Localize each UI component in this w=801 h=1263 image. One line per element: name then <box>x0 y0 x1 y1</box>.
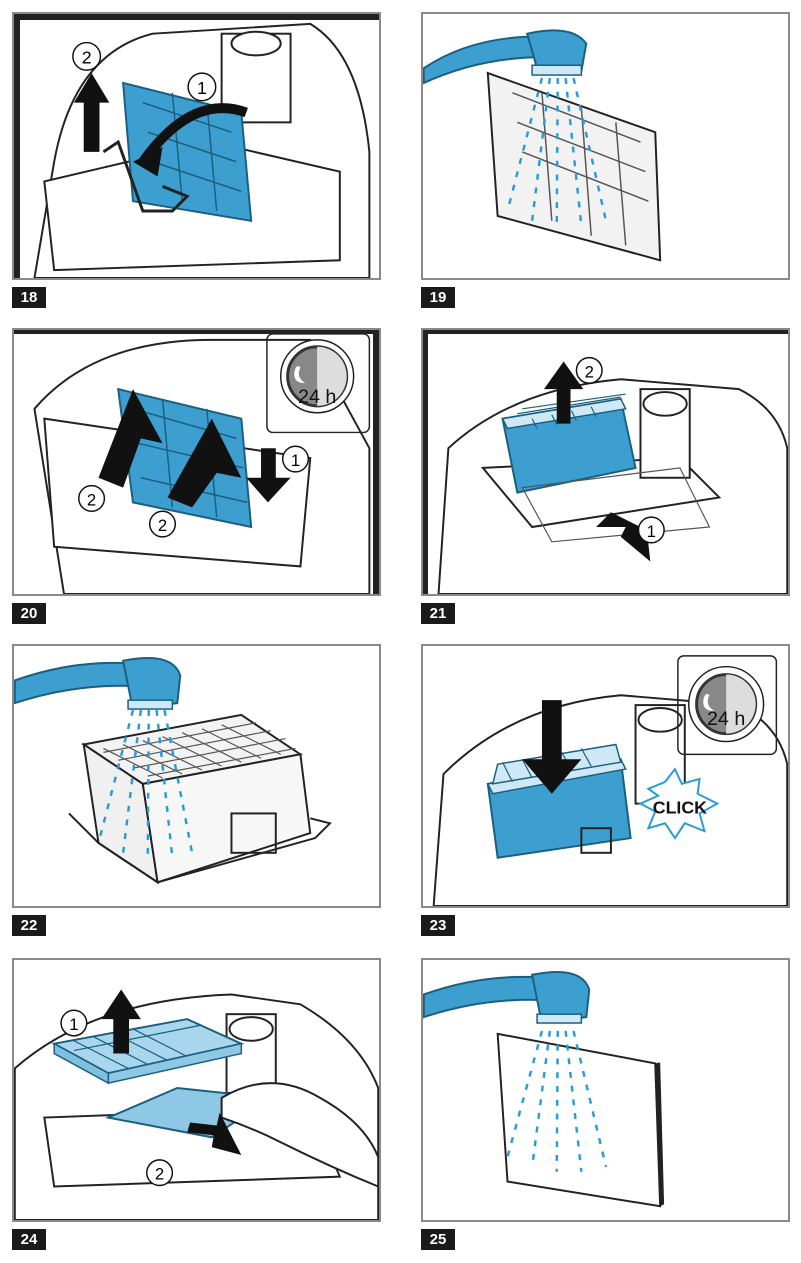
step-number-badge: 23 <box>421 915 455 936</box>
step-22-illustration <box>12 644 381 908</box>
callout-2: 2 <box>87 490 96 509</box>
step-number-badge: 18 <box>12 287 46 308</box>
step-number-badge: 22 <box>12 915 46 936</box>
step-24-illustration: 1 2 <box>12 958 381 1222</box>
callout-2: 2 <box>585 362 594 381</box>
callout-1: 1 <box>291 451 300 470</box>
step-number-badge: 20 <box>12 603 46 624</box>
step-number-badge: 24 <box>12 1229 46 1250</box>
step-25-illustration <box>421 958 790 1222</box>
callout-2: 2 <box>155 1165 164 1184</box>
callout-1: 1 <box>647 522 656 541</box>
step-20-illustration: 24 h 1 2 2 <box>12 328 381 596</box>
callout-1: 1 <box>197 78 207 98</box>
step-number-badge: 25 <box>421 1229 455 1250</box>
step-23-illustration: 24 h CLICK <box>421 644 790 908</box>
callout-1: 1 <box>69 1015 78 1034</box>
timer-label: 24 h <box>298 386 336 408</box>
callout-2: 2 <box>158 516 167 535</box>
step-number-badge: 21 <box>421 603 455 624</box>
timer-label: 24 h <box>707 708 745 730</box>
click-sound-label: CLICK <box>653 797 707 817</box>
step-18-illustration: 2 1 <box>12 12 381 280</box>
step-number-badge: 19 <box>421 287 455 308</box>
step-19-illustration <box>421 12 790 280</box>
step-21-illustration: 2 1 <box>421 328 790 596</box>
callout-2: 2 <box>82 47 92 67</box>
